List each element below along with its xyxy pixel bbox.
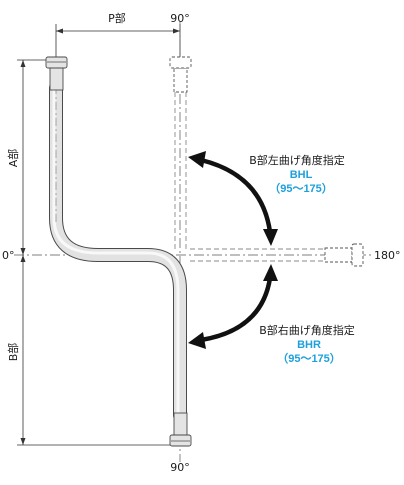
angle-bottom-label: 90° [170, 461, 190, 474]
dimension-lines [17, 24, 181, 446]
left-bend-arrowhead-start [188, 151, 206, 168]
ghost-upper-flange [169, 56, 192, 69]
b-section-label: B部 [6, 343, 20, 362]
left-bend-code: BHL [290, 169, 313, 181]
angle-arrows [188, 151, 278, 349]
angle-right-label: 180° [374, 249, 401, 262]
ghost-upper-fitting [173, 67, 188, 93]
angle-zero-label: 0° [2, 249, 15, 262]
p-section-label: P部 [108, 11, 126, 25]
right-bend-title: B部右曲げ角度指定 [259, 323, 355, 337]
ghost-right-fitting [324, 247, 353, 263]
right-bend-arrowhead-start [263, 264, 278, 281]
top-fitting-body [49, 67, 64, 91]
zero-arrow-up [20, 248, 26, 255]
left-bend-arrow [198, 157, 273, 235]
top-flange [45, 56, 68, 69]
right-bend-arrow [198, 275, 273, 343]
pipe-highlight [52, 86, 180, 417]
p-arrow-left [56, 28, 63, 34]
a-arrow-top [20, 60, 26, 67]
right-bend-range: （95～175） [277, 352, 341, 365]
bottom-fitting-body [173, 412, 188, 436]
left-bend-range: （95～175） [269, 182, 333, 195]
left-bend-arrowhead-end [263, 229, 278, 246]
right-bend-code: BHR [297, 339, 321, 351]
angle-top-label: 90° [170, 12, 190, 25]
main-pipe [45, 56, 192, 447]
p-arrow-right [173, 28, 180, 34]
b-arrow-bottom [20, 438, 26, 445]
left-bend-title: B部左曲げ角度指定 [249, 153, 345, 167]
ghost-right-flange [351, 243, 364, 267]
ghost-pipes [169, 56, 364, 267]
bottom-flange [169, 434, 192, 447]
a-section-label: A部 [6, 149, 20, 168]
zero-arrow-down [20, 255, 26, 262]
right-bend-arrowhead-end [188, 332, 206, 349]
labels: P部 90° 90° 0° 180° A部 B部 B部左曲げ角度指定 BHL （… [2, 11, 401, 474]
